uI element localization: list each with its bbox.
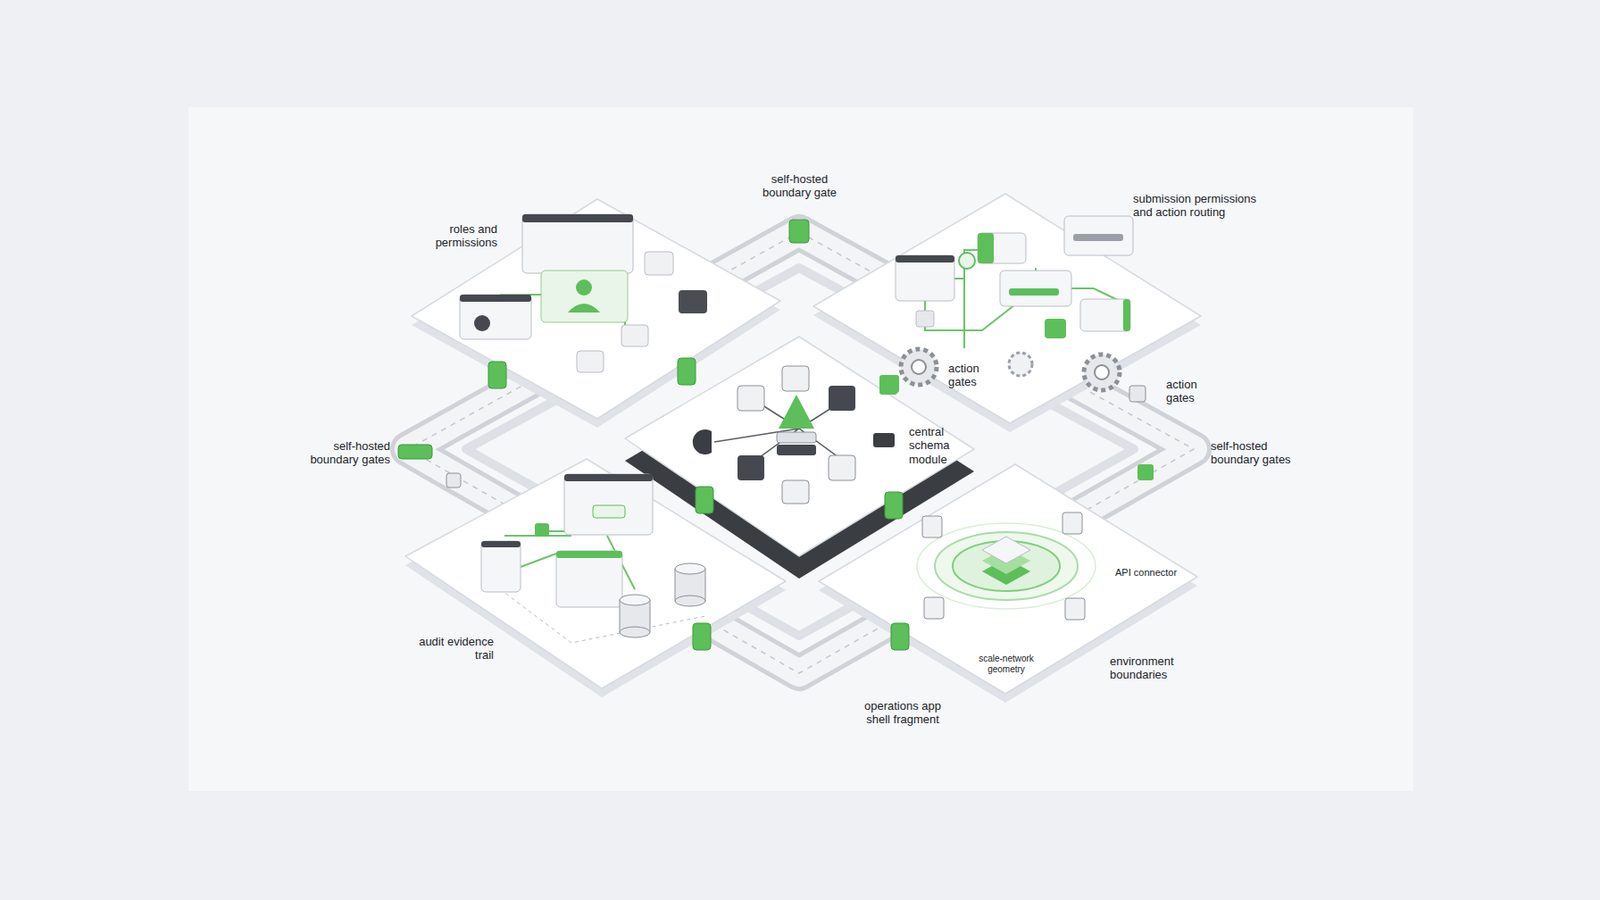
gate (398, 444, 433, 459)
card-accent (1123, 299, 1131, 332)
connector-block (924, 597, 944, 619)
card-header (564, 474, 653, 482)
screen-card (564, 474, 653, 535)
card-header (522, 214, 634, 223)
platform (405, 458, 786, 689)
callout-label: submission permissions and action routin… (1133, 191, 1276, 220)
callout-label: API connector (1115, 566, 1177, 579)
platform (818, 464, 1198, 694)
screen-card (1064, 216, 1134, 256)
cylinder-top (675, 563, 706, 575)
cylinder-top (619, 594, 650, 606)
cube (737, 455, 765, 481)
gate (677, 358, 696, 385)
cube (1137, 464, 1154, 481)
cube (1044, 318, 1067, 339)
cube (782, 366, 809, 392)
callout-label: action gates (1166, 377, 1216, 406)
cube (621, 325, 649, 347)
card-line (1073, 233, 1124, 242)
callout-label: scale-network geometry (970, 653, 1042, 675)
gate (692, 623, 711, 650)
cylinder-base (619, 626, 650, 638)
connector-block (1062, 512, 1083, 534)
card-accent (592, 505, 625, 518)
screen-card (895, 255, 955, 301)
callout-label: operations app shell fragment (853, 699, 952, 727)
ring (916, 523, 1096, 609)
database (675, 563, 706, 607)
gear-hub (1094, 365, 1109, 380)
cube (576, 350, 604, 373)
cube (828, 385, 856, 411)
gate (789, 219, 809, 243)
card-accent (1008, 288, 1059, 296)
card-header (895, 255, 955, 263)
callout-label: audit evidence trail (404, 634, 494, 663)
half-disc (692, 429, 712, 455)
card-accent (977, 233, 994, 264)
wire (714, 397, 849, 465)
pyramid (778, 394, 815, 429)
chip (873, 433, 895, 448)
callout-label: environment boundaries (1109, 654, 1191, 683)
screen-card (977, 233, 1026, 264)
database (619, 594, 650, 638)
ring (934, 532, 1078, 600)
gate (884, 491, 903, 519)
gate (488, 361, 507, 389)
screen-card (1080, 299, 1131, 332)
avatar (575, 279, 592, 296)
connector-block (922, 516, 942, 538)
cube (828, 455, 856, 481)
callout-label: self-hosted boundary gate (757, 172, 842, 200)
screen-card (522, 214, 634, 274)
callout-label: central schema module (908, 425, 965, 467)
callout-label: self-hosted boundary gates (291, 439, 391, 467)
cube (534, 523, 550, 537)
stack-layer (776, 432, 817, 443)
callout-label: roles and permissions (425, 222, 498, 250)
avatar (567, 303, 600, 313)
gear (900, 349, 937, 385)
stack-layer (776, 444, 817, 456)
gear-hub (911, 359, 926, 375)
cube (678, 290, 708, 314)
cylinder-base (675, 595, 706, 607)
card-header (459, 294, 532, 302)
connector-block (1065, 598, 1085, 620)
cube (1129, 385, 1146, 402)
gate (891, 623, 909, 650)
screen-card (481, 541, 521, 592)
gear (1083, 354, 1120, 391)
screen-card (556, 550, 623, 608)
cube (879, 375, 900, 393)
avatar (474, 315, 491, 332)
panel (188, 107, 1414, 792)
profile-card (541, 270, 628, 323)
cube (916, 310, 934, 327)
cube (782, 480, 809, 504)
cube (644, 251, 674, 275)
card-header (481, 541, 521, 548)
gear (1008, 352, 1033, 376)
gate (695, 486, 714, 514)
node-dot (958, 252, 975, 269)
screen-card (459, 294, 532, 340)
callout-label: self-hosted boundary gates (1210, 439, 1309, 467)
cube (737, 385, 765, 411)
callout-label: action gates (948, 361, 998, 390)
screen-card (1000, 270, 1072, 307)
card-header (556, 550, 623, 559)
layer (982, 536, 1031, 564)
cube (446, 473, 461, 488)
